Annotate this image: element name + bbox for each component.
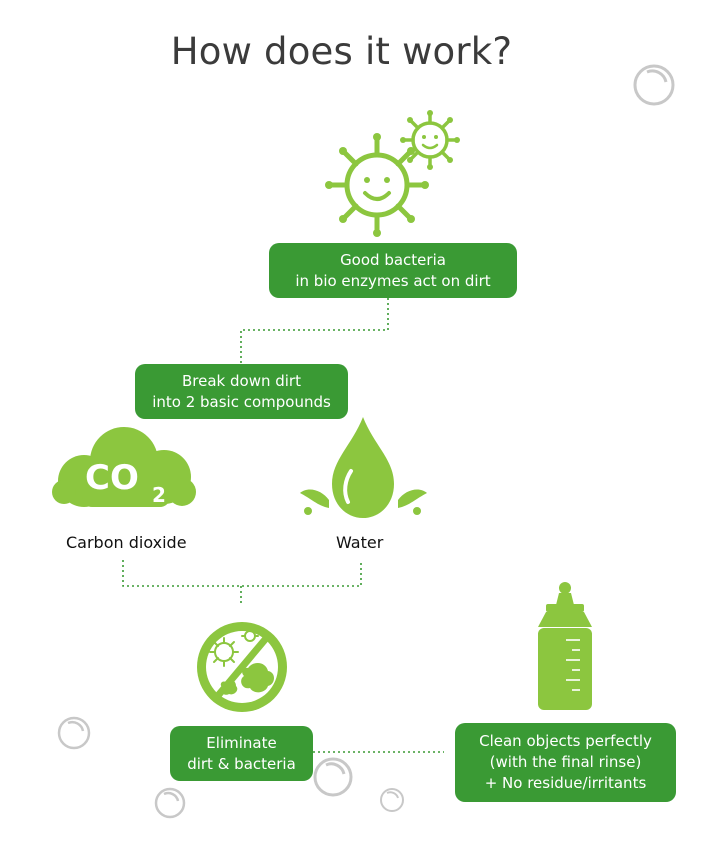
carbon-dioxide-label: Carbon dioxide bbox=[66, 533, 187, 552]
step-clean-line2: (with the final rinse) bbox=[489, 753, 642, 771]
no-bacteria-icon bbox=[197, 622, 287, 712]
connector-lines bbox=[122, 298, 444, 753]
page-title: How does it work? bbox=[170, 30, 513, 73]
co2-cloud-icon: CO 2 bbox=[52, 427, 196, 507]
step-eliminate-line1: Eliminate bbox=[206, 733, 277, 752]
water-label: Water bbox=[336, 533, 384, 552]
step-break-down-line2: into 2 basic compounds bbox=[152, 392, 331, 411]
bubble-icon bbox=[313, 757, 353, 797]
water-drop-icon bbox=[300, 417, 427, 518]
step-eliminate-line2: dirt & bacteria bbox=[187, 754, 296, 773]
bubble-icon bbox=[154, 787, 186, 819]
bubble-icon bbox=[633, 64, 675, 106]
step-good-bacteria-line1: Good bacteria bbox=[340, 250, 446, 269]
step-break-down: Break down dirt into 2 basic compounds bbox=[135, 364, 348, 419]
small-bacteria-icon bbox=[400, 110, 460, 170]
co2-subscript: 2 bbox=[152, 483, 166, 507]
bacteria-icon bbox=[325, 133, 429, 237]
baby-bottle-icon bbox=[538, 582, 592, 710]
step-good-bacteria: Good bacteria in bio enzymes act on dirt bbox=[269, 243, 517, 298]
step-clean: Clean objects perfectly (with the final … bbox=[455, 723, 676, 802]
co2-text: CO bbox=[85, 458, 139, 498]
step-good-bacteria-line2: in bio enzymes act on dirt bbox=[295, 271, 491, 290]
bubble-icon bbox=[57, 716, 91, 750]
bubble-icon bbox=[380, 788, 404, 812]
step-break-down-line1: Break down dirt bbox=[182, 371, 301, 390]
step-eliminate: Eliminate dirt & bacteria bbox=[170, 726, 313, 781]
step-clean-line3: + No residue/irritants bbox=[484, 774, 647, 792]
step-clean-line1: Clean objects perfectly bbox=[479, 732, 652, 750]
